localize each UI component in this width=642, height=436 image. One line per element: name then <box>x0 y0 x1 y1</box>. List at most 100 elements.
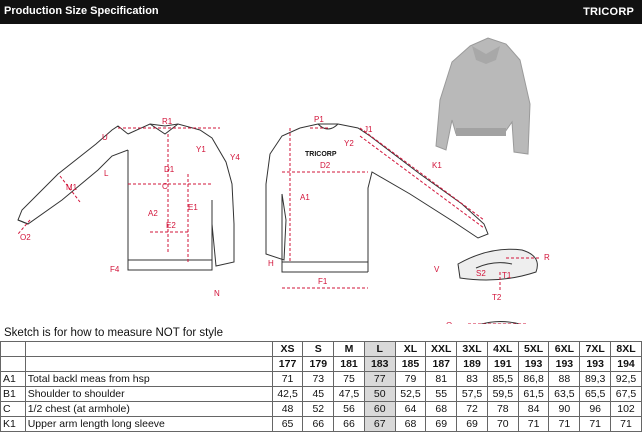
value-cell: 89,3 <box>579 371 612 387</box>
label-c: C <box>162 182 168 191</box>
row-code: B1 <box>0 386 26 402</box>
value-cell: 73 <box>302 371 335 387</box>
value-cell: 79 <box>394 371 427 387</box>
value-cell: 52,5 <box>394 386 427 402</box>
height-desc-cell <box>24 356 273 372</box>
value-cell: 42,5 <box>271 386 304 402</box>
height-cell: 193 <box>579 356 612 372</box>
value-cell: 64 <box>394 401 427 417</box>
label-o2: O2 <box>20 233 31 242</box>
value-cell: 59,5 <box>486 386 519 402</box>
height-cell: 181 <box>333 356 365 372</box>
label-k1: K1 <box>432 161 442 170</box>
label-a1: A1 <box>300 193 310 202</box>
size-cell: M <box>333 341 365 357</box>
value-cell: 71 <box>610 416 642 432</box>
height-code-cell <box>0 356 26 372</box>
value-cell: 57,5 <box>456 386 488 402</box>
size-cell: XS <box>271 341 304 357</box>
label-u: U <box>102 133 108 142</box>
label-e2: E2 <box>166 221 176 230</box>
table-row: K1 Upper arm length long sleeve 65 66 66… <box>0 416 642 432</box>
label-f1: F1 <box>318 277 328 286</box>
value-cell: 78 <box>486 401 519 417</box>
logo-text: TRICORP <box>305 151 337 158</box>
size-cell: XL <box>394 341 427 357</box>
measurement-labels: R1 U D1 Y1 Y4 L M1 C A2 E1 E2 O2 F4 N P1… <box>20 115 550 332</box>
value-cell: 102 <box>610 401 642 417</box>
height-cell: 177 <box>271 356 304 372</box>
value-cell: 67,5 <box>610 386 642 402</box>
label-d2: D2 <box>320 161 331 170</box>
size-cell: 6XL <box>548 341 581 357</box>
size-cell: S <box>302 341 335 357</box>
row-description: 1/2 chest (at armhole) <box>24 401 273 417</box>
value-cell: 66 <box>302 416 335 432</box>
size-cell: 7XL <box>579 341 612 357</box>
size-cell: XXL <box>425 341 458 357</box>
height-cell: 187 <box>425 356 458 372</box>
value-cell: 47,5 <box>333 386 365 402</box>
value-cell: 68 <box>425 401 458 417</box>
height-cell: 189 <box>456 356 488 372</box>
label-s2: S2 <box>476 269 486 278</box>
header-desc-cell <box>24 341 273 357</box>
row-description: Shoulder to shoulder <box>24 386 273 402</box>
value-cell: 71 <box>271 371 304 387</box>
height-row: 177 179 181 183 185 187 189 191 193 193 … <box>0 356 642 372</box>
value-cell: 96 <box>579 401 612 417</box>
label-s3: S3 <box>530 323 540 324</box>
value-cell: 71 <box>517 416 550 432</box>
row-description: Upper arm length long sleeve <box>24 416 273 432</box>
measurement-note: Sketch is for how to measure NOT for sty… <box>4 327 224 339</box>
label-d1: D1 <box>164 165 175 174</box>
garment-sketch: TRICORP <box>17 37 550 339</box>
height-cell: 179 <box>302 356 335 372</box>
value-cell: 72 <box>456 401 488 417</box>
label-n: N <box>214 289 220 298</box>
product-photo <box>435 37 531 155</box>
back-view-sketch: TRICORP <box>265 123 489 273</box>
label-r: R <box>544 253 550 262</box>
value-cell: 55 <box>425 386 458 402</box>
value-cell: 86,8 <box>517 371 550 387</box>
label-a2: A2 <box>148 209 158 218</box>
value-cell: 71 <box>579 416 612 432</box>
size-cell: 3XL <box>456 341 488 357</box>
measurement-lines <box>17 127 540 325</box>
size-cell: 4XL <box>486 341 519 357</box>
value-cell-highlighted: 77 <box>363 371 396 387</box>
height-cell: 185 <box>394 356 427 372</box>
height-cell: 193 <box>517 356 550 372</box>
value-cell: 45 <box>302 386 335 402</box>
value-cell: 63,5 <box>548 386 581 402</box>
table-row: B1 Shoulder to shoulder 42,5 45 47,5 50 … <box>0 386 642 402</box>
value-cell: 65 <box>271 416 304 432</box>
value-cell: 56 <box>333 401 365 417</box>
value-cell: 85,5 <box>486 371 519 387</box>
front-view-sketch <box>17 123 235 271</box>
label-y1: Y1 <box>196 145 206 154</box>
label-h: H <box>268 259 274 268</box>
value-cell: 69 <box>425 416 458 432</box>
size-cell-highlighted: L <box>363 341 396 357</box>
brand-name: TRICORP <box>583 6 634 18</box>
value-cell-highlighted: 67 <box>363 416 396 432</box>
value-cell-highlighted: 60 <box>363 401 396 417</box>
value-cell: 71 <box>548 416 581 432</box>
table-row: A1 Total backl meas from hsp 71 73 75 77… <box>0 371 642 387</box>
value-cell: 84 <box>517 401 550 417</box>
table-row: C 1/2 chest (at armhole) 48 52 56 60 64 … <box>0 401 642 417</box>
value-cell: 66 <box>333 416 365 432</box>
value-cell: 92,5 <box>610 371 642 387</box>
row-code: C <box>0 401 26 417</box>
value-cell: 88 <box>548 371 581 387</box>
sketch-area: TRICORP <box>0 24 642 339</box>
value-cell: 90 <box>548 401 581 417</box>
value-cell: 52 <box>302 401 335 417</box>
size-cell: 8XL <box>610 341 642 357</box>
value-cell: 61,5 <box>517 386 550 402</box>
row-code: K1 <box>0 416 26 432</box>
page-title: Production Size Specification <box>4 5 159 17</box>
label-m1: M1 <box>66 183 78 192</box>
